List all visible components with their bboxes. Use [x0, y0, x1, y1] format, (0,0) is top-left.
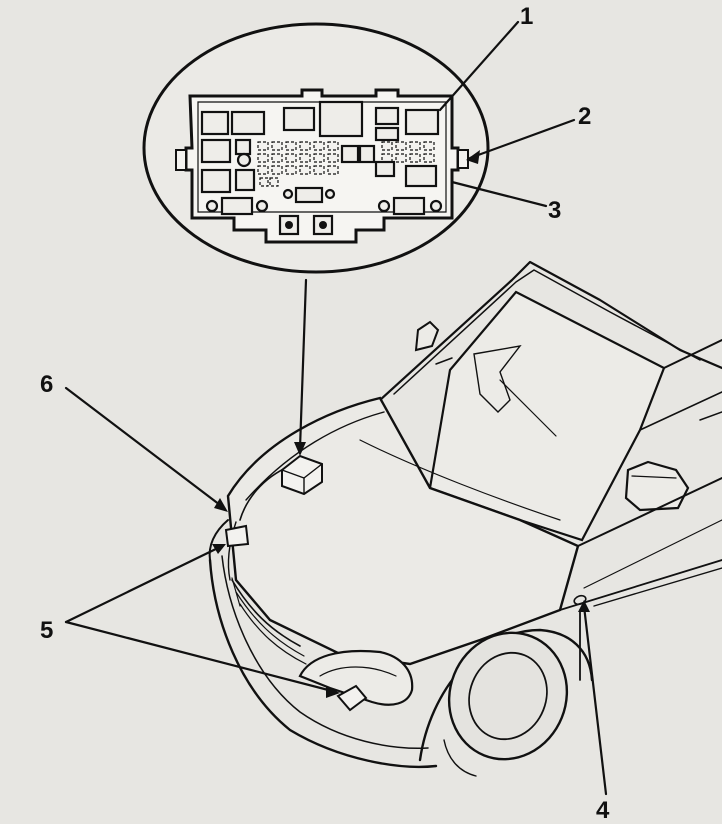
relay-3	[282, 106, 316, 132]
leader-4	[582, 604, 608, 796]
relay-5	[404, 108, 440, 136]
fuse-box-right-tab	[457, 149, 469, 169]
relay-4	[374, 106, 400, 126]
grille	[231, 579, 301, 647]
leader-3	[450, 180, 548, 208]
leader-6	[64, 386, 226, 510]
left-mirror	[414, 320, 440, 352]
bottom-connectors	[205, 186, 443, 236]
relay-8	[200, 168, 232, 194]
relay-14	[404, 164, 438, 188]
headlight	[298, 649, 414, 706]
relay-13	[374, 160, 396, 178]
callouts: 1 2 3 4 5 6	[40, 3, 610, 824]
fuse-box-inset	[142, 22, 490, 274]
leader-5b	[64, 620, 338, 694]
relay-left-front	[224, 524, 250, 548]
wheel-hub	[468, 651, 548, 741]
relay-7	[200, 138, 232, 164]
leader-2	[468, 118, 576, 160]
leader-lines	[64, 20, 608, 796]
front-bumper	[208, 558, 438, 769]
callout-2: 2	[578, 103, 591, 130]
inset-leader	[298, 278, 308, 450]
relay-9	[234, 138, 252, 156]
fuse-box-inner-rim	[197, 101, 447, 213]
callout-1: 1	[520, 3, 533, 30]
relay-12	[358, 144, 376, 164]
relay-6	[374, 126, 400, 142]
relay-10	[234, 168, 256, 192]
leader-1	[438, 20, 520, 112]
relay-11	[340, 144, 360, 164]
right-mirror	[624, 460, 690, 512]
windshield-reflection	[473, 345, 522, 413]
side-marker	[573, 594, 587, 606]
wheel-arch	[418, 628, 594, 762]
car-body	[208, 260, 722, 777]
fuse-box-left-tab	[175, 149, 187, 171]
callout-3: 3	[548, 197, 561, 224]
callout-4: 4	[596, 797, 610, 824]
relay-2	[230, 110, 266, 136]
relay-headlight	[336, 684, 368, 712]
relay-large	[318, 100, 364, 138]
fuse-grid	[257, 141, 435, 187]
leader-5a	[64, 544, 224, 624]
callout-6: 6	[40, 371, 53, 398]
round-fuse	[236, 152, 252, 168]
relay-1	[200, 110, 230, 136]
callout-5: 5	[40, 617, 53, 644]
